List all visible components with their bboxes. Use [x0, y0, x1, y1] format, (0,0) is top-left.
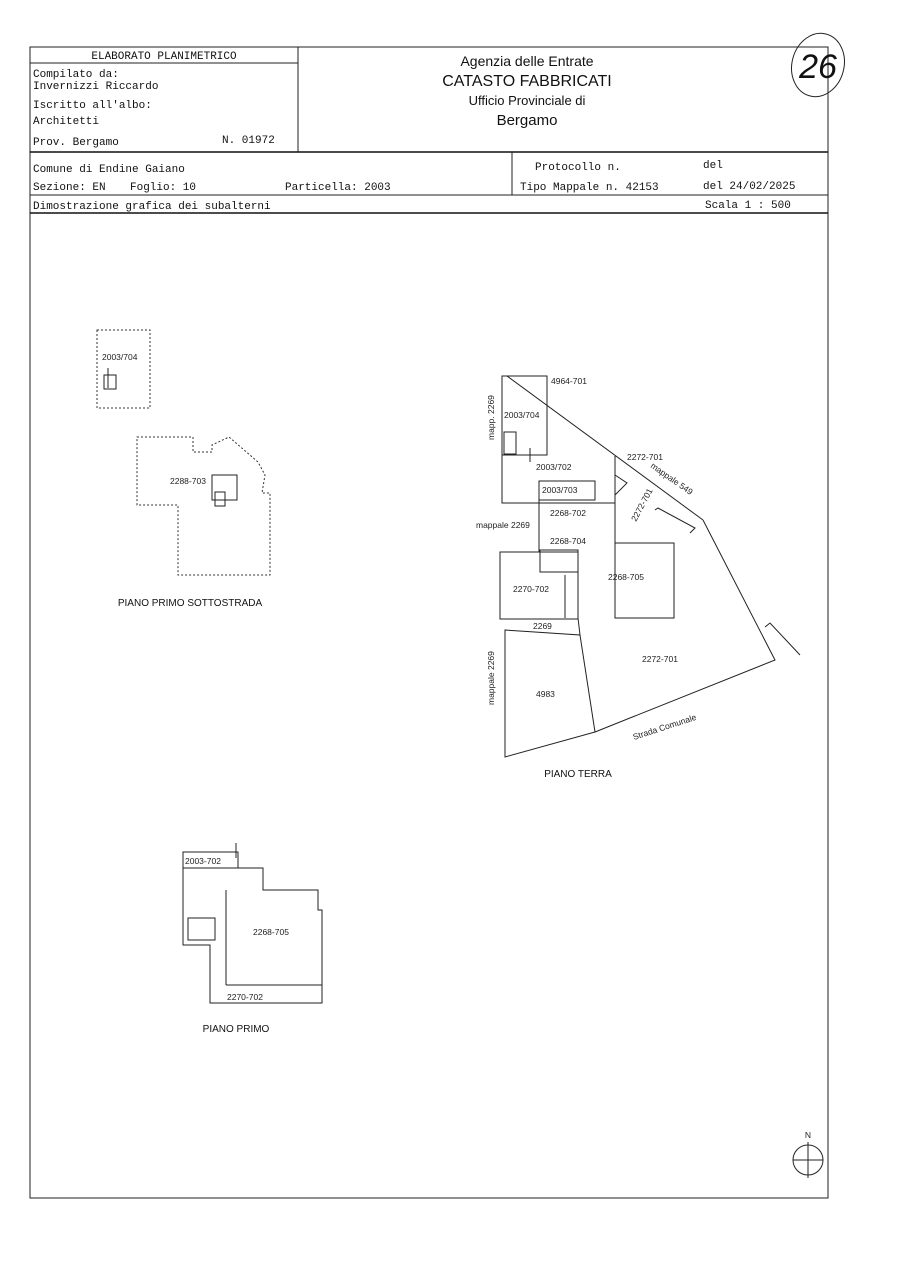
unit-label: 2270-702	[227, 992, 263, 1002]
boundary-label: mappale 2269	[476, 520, 530, 530]
albo-number: N. 01972	[222, 135, 275, 147]
unit-label: 2272-701	[629, 486, 655, 523]
plan-caption: PIANO TERRA	[544, 769, 612, 780]
plan-piano-primo-sottostrada: 2003/704 2288-703 PIANO PRIMO SOTTOSTRAD…	[96, 329, 271, 609]
boundary-label: mapp. 2269	[486, 395, 496, 440]
unit-label: 2003/704	[504, 410, 540, 420]
albo: Architetti	[33, 116, 99, 128]
unit-label: 2269	[533, 621, 552, 631]
handwritten-stamp: 26	[791, 32, 845, 98]
tipo-mappale: Tipo Mappale n. 42153	[520, 182, 659, 194]
provincia: Prov. Bergamo	[33, 137, 119, 149]
dimostrazione: Dimostrazione grafica dei subalterni	[33, 201, 271, 213]
north-arrow-icon: N	[792, 1130, 824, 1178]
unit-label: 4964-701	[551, 376, 587, 386]
sezione: Sezione: EN	[33, 182, 106, 194]
svg-text:26: 26	[798, 48, 837, 86]
agency-section: CATASTO FABBRICATI	[442, 73, 612, 90]
unit-label: 2270-702	[513, 584, 549, 594]
agency-office: Ufficio Provinciale di	[469, 93, 586, 108]
unit-label: 2003/704	[102, 352, 138, 362]
unit-label: 2268-705	[253, 927, 289, 937]
comune: Comune di Endine Gaiano	[33, 164, 185, 176]
plan-caption: PIANO PRIMO	[203, 1024, 270, 1035]
unit-label: 2003/703	[542, 485, 578, 495]
plan-caption: PIANO PRIMO SOTTOSTRADA	[118, 598, 263, 609]
plan-piano-terra: 4964-701 2003/704 mapp. 2269 2003/702 20…	[476, 375, 801, 780]
foglio: Foglio: 10	[130, 182, 196, 194]
compilato-name: Invernizzi Riccardo	[33, 81, 158, 93]
unit-label: 2272-701	[642, 654, 678, 664]
boundary-label: mappale 549	[649, 460, 695, 497]
road-label: Strada Comunale	[632, 712, 698, 742]
unit-label: 2272-701	[627, 452, 663, 462]
protocollo: Protocollo n.	[535, 162, 621, 174]
particella: Particella: 2003	[285, 182, 391, 194]
boundary-label: mappale 2269	[486, 651, 496, 705]
unit-label: 2268-705	[608, 572, 644, 582]
agency-name: Agenzia delle Entrate	[460, 53, 593, 69]
svg-text:N: N	[805, 1130, 811, 1140]
unit-label: 2003-702	[185, 856, 221, 866]
unit-label: 4983	[536, 689, 555, 699]
unit-label: 2003/702	[536, 462, 572, 472]
unit-label: 2268-704	[550, 536, 586, 546]
compilato-label: Compilato da:	[33, 69, 119, 81]
unit-label: 2288-703	[170, 476, 206, 486]
page-frame	[29, 46, 829, 1199]
iscritto-label: Iscritto all'albo:	[33, 100, 152, 112]
agency-city: Bergamo	[497, 112, 558, 129]
unit-label: 2268-702	[550, 508, 586, 518]
document-title: ELABORATO PLANIMETRICO	[91, 51, 237, 63]
plan-piano-primo: 2003-702 2268-705 2270-702 PIANO PRIMO	[182, 843, 323, 1035]
scala: Scala 1 : 500	[705, 200, 791, 212]
del-label: del	[703, 160, 723, 172]
del-date: del 24/02/2025	[703, 181, 795, 193]
